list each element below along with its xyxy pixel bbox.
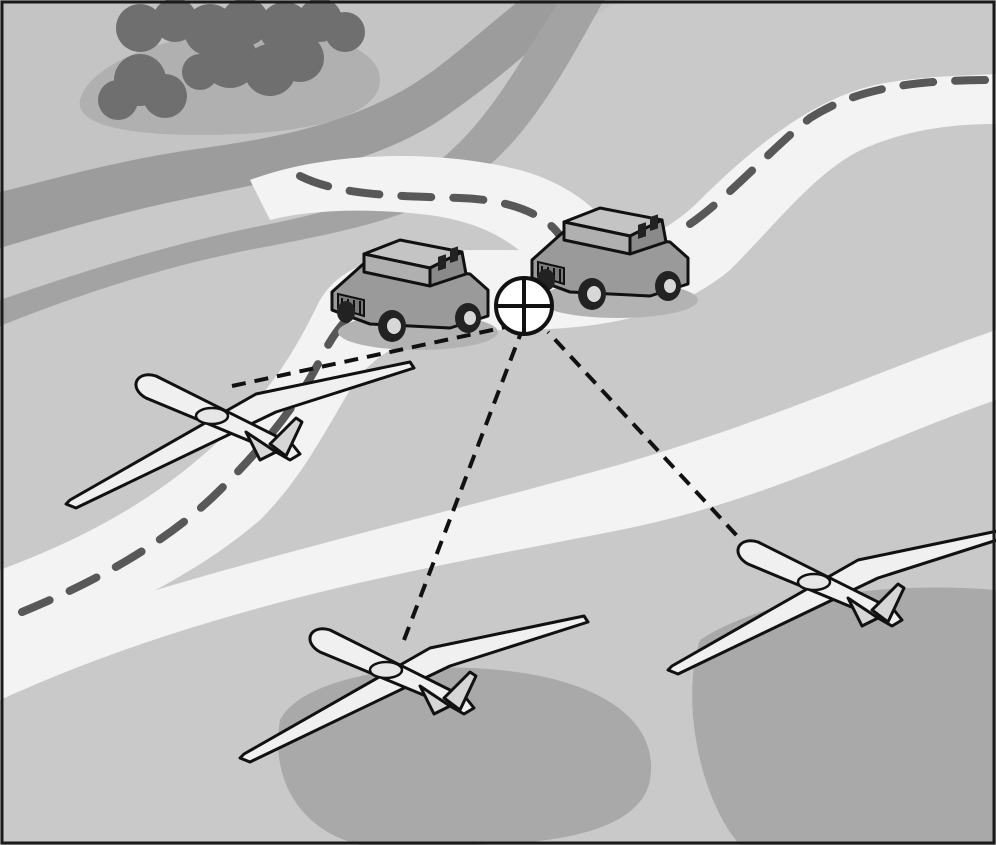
target-crosshair	[496, 278, 552, 334]
dark-patch-right	[692, 587, 996, 845]
